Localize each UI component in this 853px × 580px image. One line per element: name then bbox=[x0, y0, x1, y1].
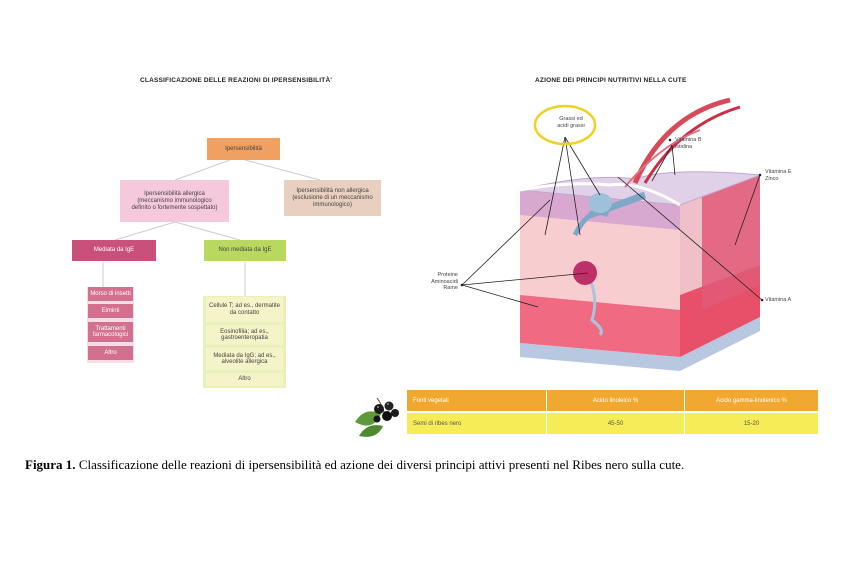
root-node: Ipersensibilità bbox=[207, 138, 280, 160]
ige-leaf: Morso di insetti bbox=[88, 287, 133, 301]
right-diagram-title: Azione dei principi nutritivi nella cute bbox=[535, 77, 687, 84]
nutrition-table: Fonti vegetali Acido linoleico % Acido g… bbox=[407, 390, 818, 434]
table-header-row: Fonti vegetali Acido linoleico % Acido g… bbox=[407, 390, 818, 412]
blackcurrant-icon bbox=[355, 397, 399, 437]
label-vitamin-a: Vitamina A bbox=[765, 297, 792, 303]
ige-leaf: Elminti bbox=[88, 304, 133, 318]
table-header: Fonti vegetali bbox=[413, 397, 449, 404]
non-ige-leaf: Cellule T; ad es., dermatite da contatto bbox=[206, 297, 283, 322]
table-row: Semi di ribes nero 45-50 15-20 bbox=[407, 412, 818, 434]
label-vitamin-e: Vitamina E Zinco bbox=[765, 169, 792, 182]
label-vitamin-b: Vitamina B istidina bbox=[675, 137, 702, 150]
ige-node: Mediata da IgE bbox=[72, 240, 156, 261]
ige-leaf: Trattamenti farmacologici bbox=[88, 322, 133, 342]
table-header: Acido gamma-linolenico % bbox=[684, 390, 818, 412]
tree-connectors bbox=[102, 159, 321, 296]
allergic-node: Ipersensibilità allergica (meccanismo im… bbox=[120, 180, 229, 222]
skin-illustration bbox=[460, 97, 764, 371]
table-cell: Semi di ribes nero bbox=[413, 420, 462, 427]
table-header: Acido linoleico % bbox=[546, 390, 685, 412]
non-allergic-node: Ipersensibilità non allergica (esclusion… bbox=[284, 180, 381, 216]
ige-leaf: Altro bbox=[88, 346, 133, 360]
table-cell: 15-20 bbox=[684, 412, 818, 434]
caption-text: Classificazione delle reazioni di iperse… bbox=[75, 457, 685, 472]
non-ige-leaf: Eosinofilia; ad es., gastroenteropatia bbox=[206, 325, 283, 345]
non-ige-leaf: Altro bbox=[206, 373, 283, 386]
table-cell: 45-50 bbox=[546, 412, 685, 434]
caption-figure-number: Figura 1. bbox=[25, 457, 76, 472]
left-diagram-title: Classificazione delle reazioni di iperse… bbox=[140, 77, 333, 84]
label-fats: Grassi ed acidi grassi bbox=[557, 116, 585, 129]
non-ige-node: Non mediata da IgE bbox=[204, 240, 286, 261]
label-proteins: Proteine Aminoacidi Rame bbox=[431, 272, 458, 291]
non-ige-leaf: Mediata da IgG; ad es., alveolite allerg… bbox=[206, 348, 283, 370]
figure-caption: Figura 1. Classificazione delle reazioni… bbox=[25, 457, 835, 473]
